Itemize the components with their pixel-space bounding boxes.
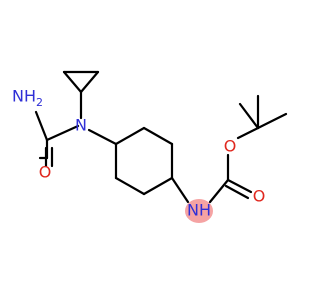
- bond-n-ring: [87, 128, 118, 146]
- bond-ring-nh: [170, 176, 190, 204]
- bond-ring-1: [114, 126, 146, 146]
- bond-ring-2: [142, 126, 174, 146]
- amide-oxygen-label: O: [39, 163, 52, 182]
- carbamate-nitrogen-label: NH: [187, 201, 211, 220]
- bond-nh-carbonyl: [208, 178, 230, 204]
- bond-cyclopropyl-1: [62, 70, 83, 94]
- bond-co-n: [45, 124, 80, 142]
- carbonyl-oxygen-label: O: [253, 187, 266, 206]
- amide-nitrogen-label: N: [75, 116, 87, 135]
- amine-subscript: 2: [36, 96, 43, 109]
- structure-diagram: NH 2 N O NH O O: [12, 70, 288, 223]
- ester-oxygen-label: O: [224, 137, 237, 156]
- nh-highlight: [185, 199, 213, 223]
- bond-nh2-ch2: [34, 110, 49, 142]
- bond-carbonyl-o-double-a: [226, 178, 253, 194]
- bond-carbonyl-o-double-b: [224, 184, 250, 200]
- molecule-canvas: NH 2 N O NH O O: [12, 70, 288, 223]
- bond-tbu-2: [238, 102, 260, 130]
- bond-ring-4: [142, 176, 174, 196]
- bond-ester-o-tbu: [236, 126, 260, 140]
- bond-cyclopropyl-2: [79, 70, 100, 94]
- bond-tbu-3: [256, 112, 288, 130]
- bond-group: [34, 70, 288, 204]
- bond-ring-5: [114, 176, 146, 196]
- amine-label: NH: [12, 87, 36, 106]
